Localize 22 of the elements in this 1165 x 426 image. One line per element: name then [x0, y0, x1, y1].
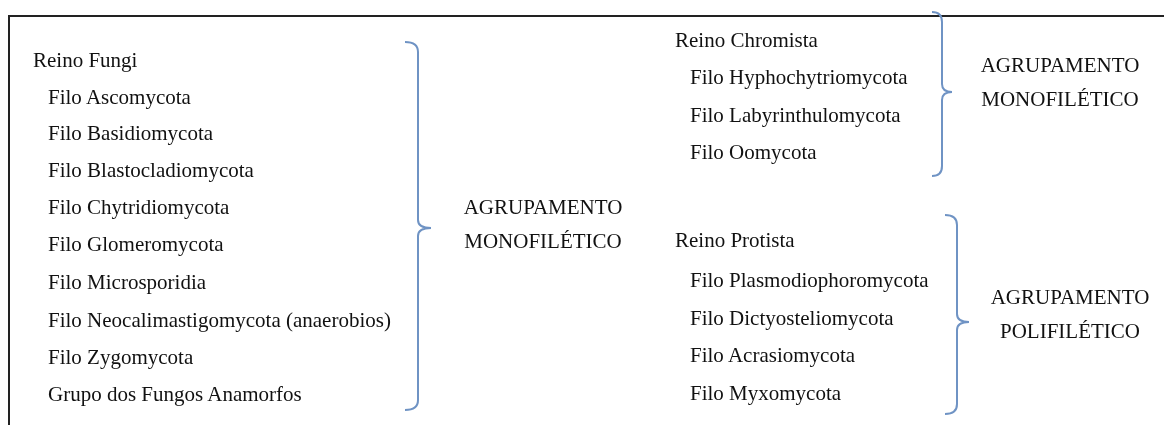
phylum-name: Filo Plasmodiophoromycota	[690, 268, 929, 292]
group-label: AGRUPAMENTO MONOFILÉTICO	[462, 194, 624, 255]
phylum-name: Filo Basidiomycota	[48, 121, 214, 145]
phylum-name: Filo Microsporidia	[48, 270, 207, 294]
phylum-name: Filo Acrasiomycota	[690, 343, 856, 367]
kingdom-heading: Reino Fungi	[33, 48, 138, 72]
phylum-name: Filo Hyphochytriomycota	[690, 65, 908, 89]
phylum-name: Filo Oomycota	[690, 140, 817, 164]
group-label: AGRUPAMENTO POLIFILÉTICO	[989, 284, 1151, 345]
phylum-name: Filo Chytridiomycota	[48, 195, 230, 219]
phylum-name: Filo Glomeromycota	[48, 232, 224, 256]
phylum-name: Grupo dos Fungos Anamorfos	[48, 382, 302, 406]
phylum-name: Filo Ascomycota	[48, 85, 191, 109]
phylum-name: Filo Blastocladiomycota	[48, 158, 254, 182]
phylum-name: Filo Myxomycota	[690, 381, 842, 405]
group-label: AGRUPAMENTO MONOFILÉTICO	[979, 52, 1141, 113]
phylum-name: Filo Dictyosteliomycota	[690, 306, 894, 330]
kingdom-heading: Reino Chromista	[675, 28, 818, 52]
kingdom-heading: Reino Protista	[675, 228, 795, 252]
phylum-name: Filo Zygomycota	[48, 345, 194, 369]
phylum-name: Filo Neocalimastigomycota (anaerobios)	[48, 308, 391, 332]
phylum-name: Filo Labyrinthulomycota	[690, 103, 901, 127]
